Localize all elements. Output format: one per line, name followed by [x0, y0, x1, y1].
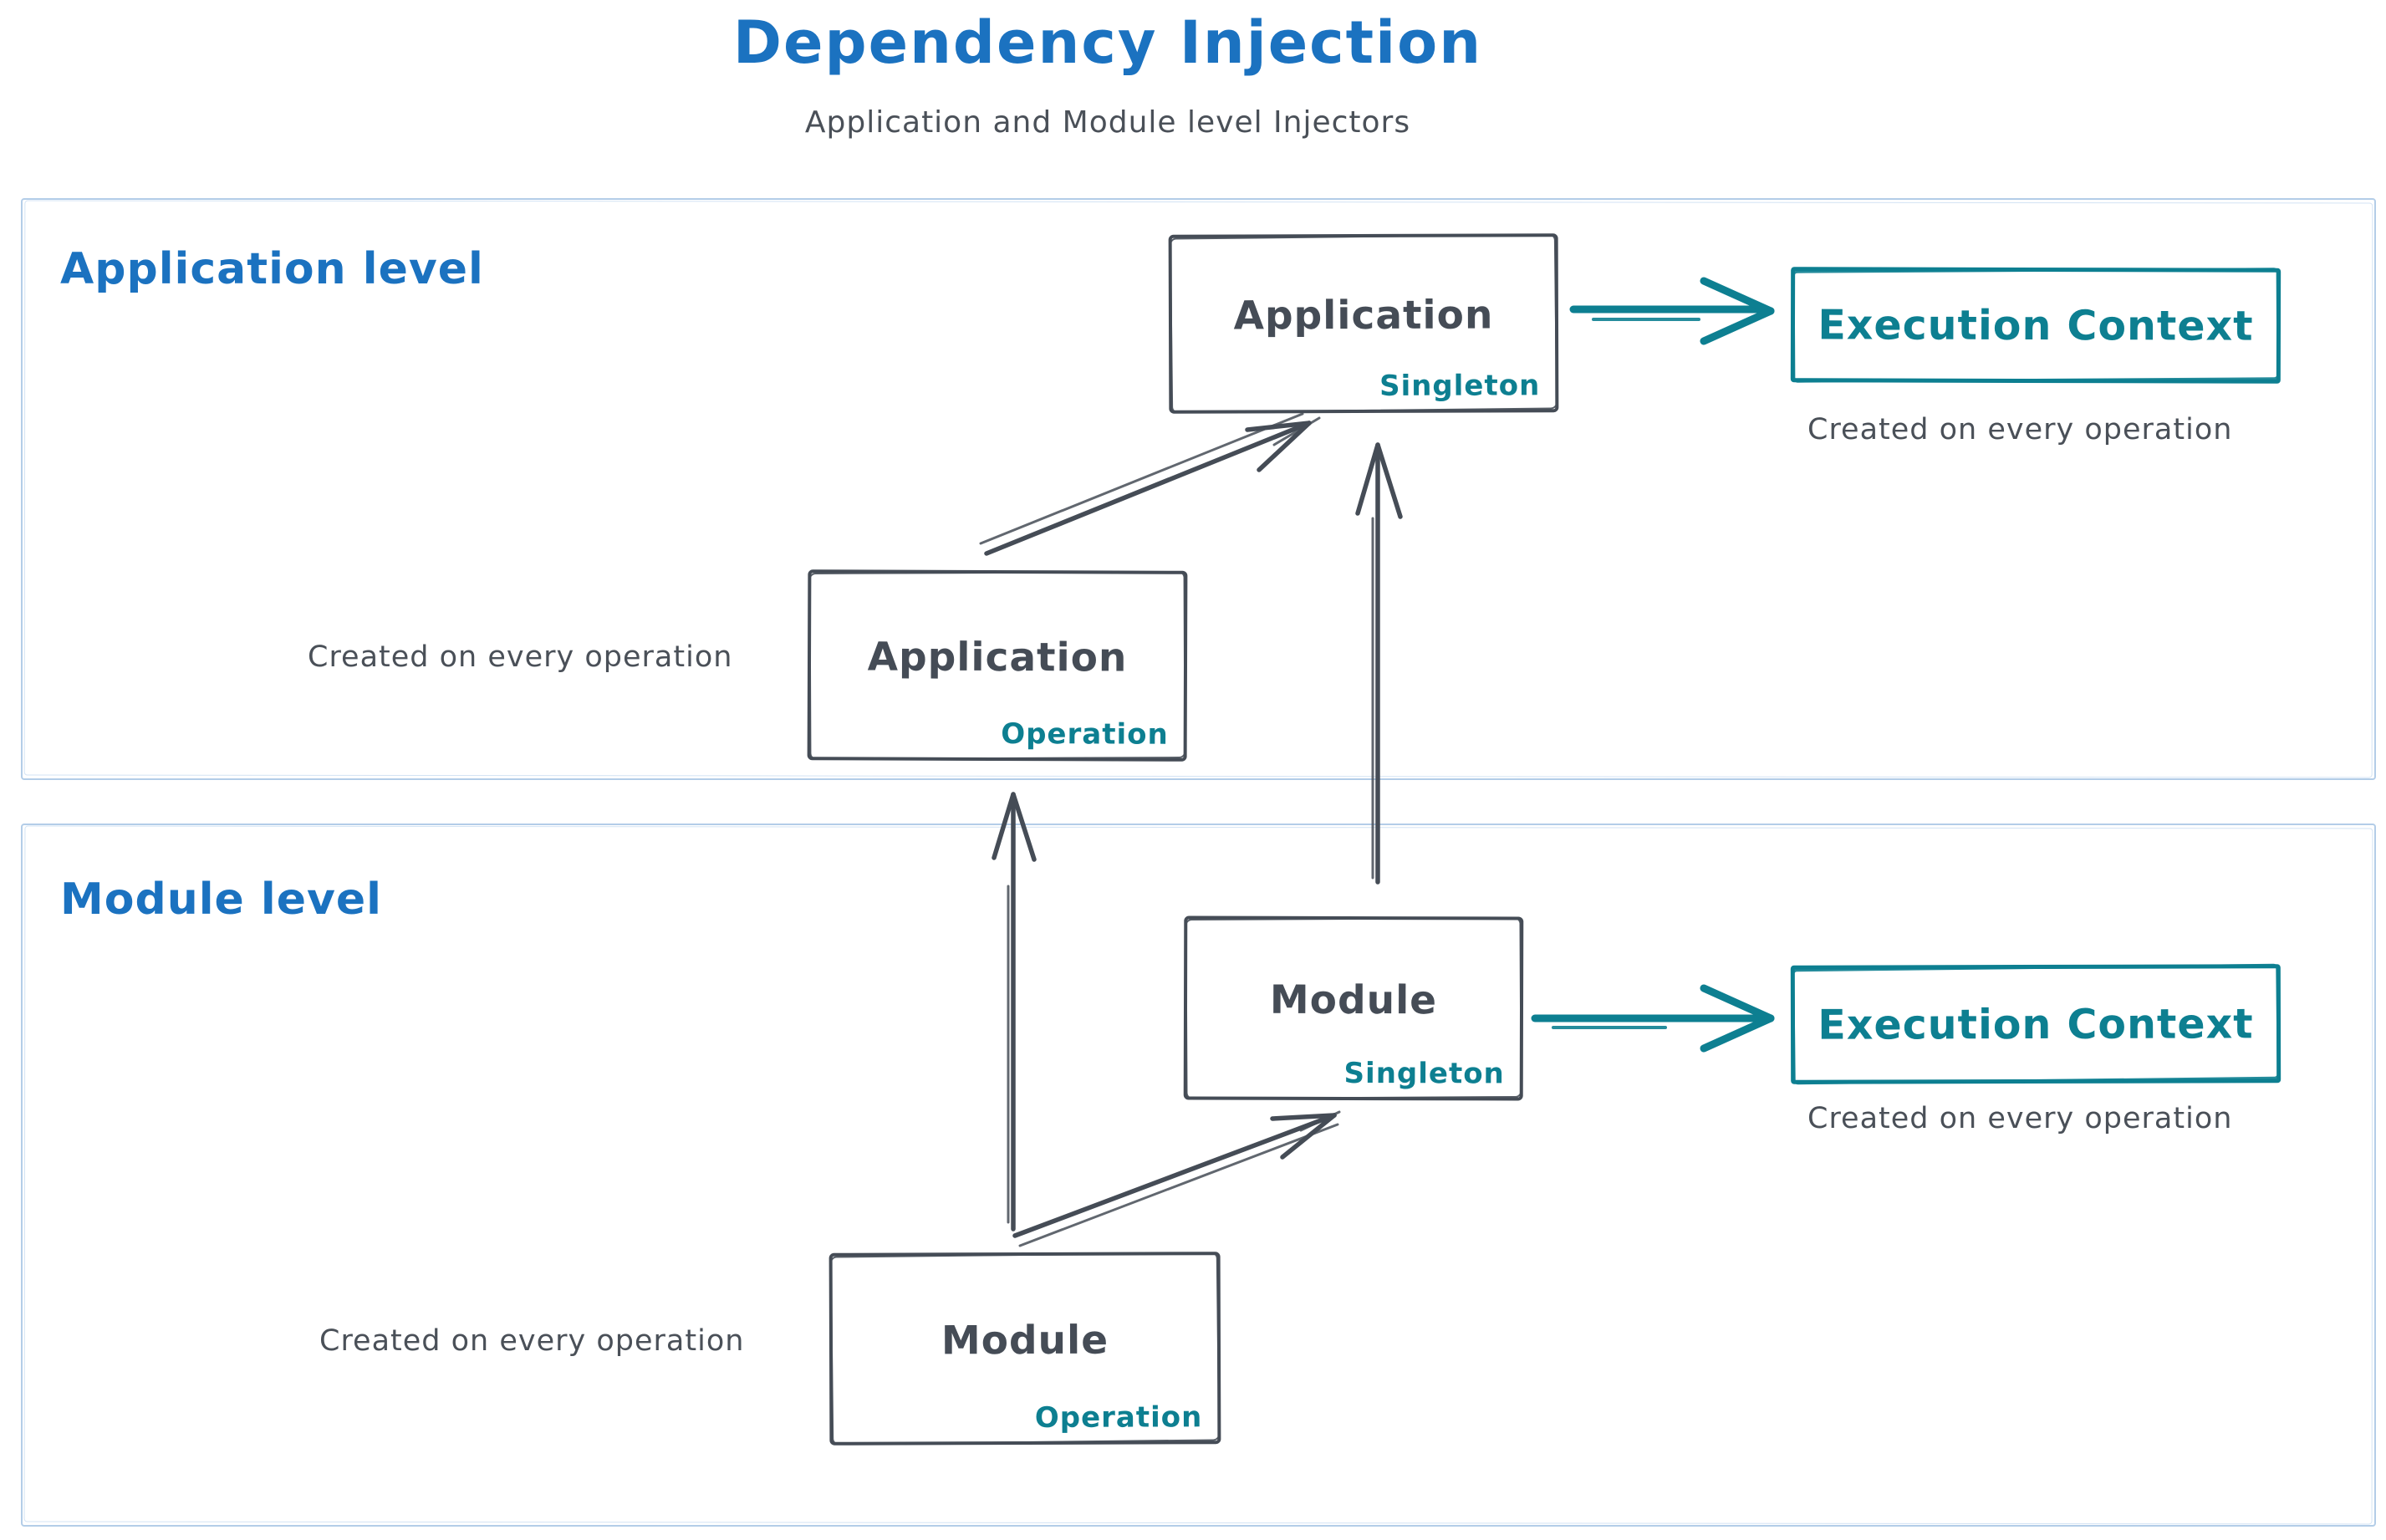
diagram-subtitle: Application and Module level Injectors [804, 105, 1411, 140]
application-singleton-name: Application [1233, 291, 1494, 339]
module-singleton-name: Module [1269, 977, 1438, 1023]
module-operation-scope-label: Operation [1034, 1400, 1203, 1435]
application-operation-box: Application Operation [807, 569, 1188, 762]
module-singleton-scope-label: Singleton [1343, 1056, 1505, 1091]
application-execution-context-label: Execution Context [1818, 300, 2254, 350]
module-level-label: Module level [60, 875, 382, 925]
module-operation-caption: Created on every operation [319, 1324, 745, 1358]
module-operation-name: Module [941, 1317, 1109, 1364]
diagram-title: Dependency Injection [732, 8, 1483, 77]
module-level-container [21, 824, 2376, 1527]
application-execution-context-caption: Created on every operation [1807, 413, 2233, 446]
application-singleton-box: Application Singleton [1168, 233, 1559, 414]
module-execution-context-box: Execution Context [1790, 964, 2281, 1084]
application-execution-context-box: Execution Context [1790, 267, 2281, 384]
application-level-label: Application level [60, 244, 484, 294]
module-execution-context-label: Execution Context [1818, 999, 2254, 1049]
module-singleton-box: Module Singleton [1183, 915, 1524, 1101]
application-level-container [21, 198, 2376, 780]
application-operation-caption: Created on every operation [308, 640, 733, 674]
module-execution-context-caption: Created on every operation [1807, 1102, 2233, 1135]
application-operation-scope-label: Operation [1001, 717, 1169, 752]
application-singleton-scope-label: Singleton [1379, 369, 1541, 403]
module-operation-box: Module Operation [828, 1252, 1221, 1446]
application-operation-name: Application [867, 633, 1128, 681]
